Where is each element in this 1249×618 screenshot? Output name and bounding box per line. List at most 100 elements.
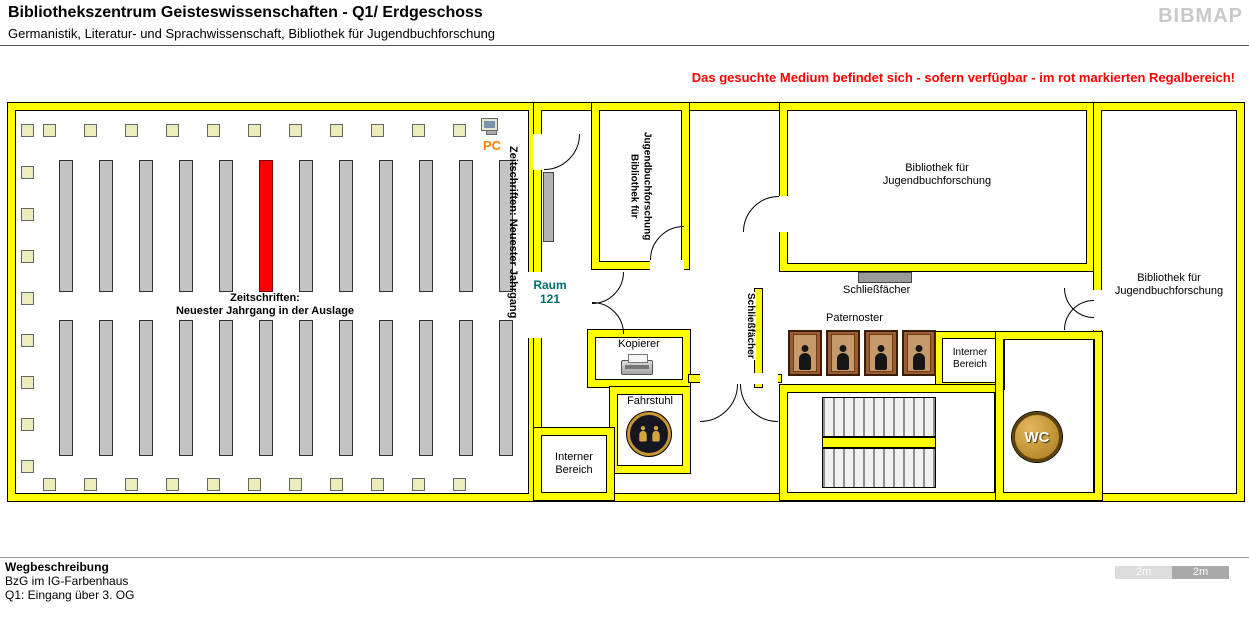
scale-segment-1: 2m	[1115, 566, 1172, 579]
reading-table	[166, 478, 179, 491]
person-icon	[652, 426, 659, 442]
door-arc	[592, 302, 624, 334]
paternoster-cell	[864, 330, 898, 376]
shelf	[139, 160, 153, 292]
schliessfaecher-vertical-label: Schließfächer	[745, 292, 756, 360]
reading-table	[207, 124, 220, 137]
wc-icon: WC	[1012, 412, 1062, 462]
person-icon	[875, 345, 887, 371]
room-kopierer: Kopierer	[588, 330, 690, 387]
interner-bereich-label: Interner Bereich	[942, 347, 998, 371]
shelf	[219, 320, 233, 456]
paternoster-cell	[826, 330, 860, 376]
scale-segment-2: 2m	[1172, 566, 1229, 579]
copier-icon	[621, 354, 653, 375]
reading-table	[125, 478, 138, 491]
reading-table	[371, 124, 384, 137]
room-fahrstuhl: Fahrstuhl	[610, 387, 690, 473]
footer-location: BzG im IG-Farbenhaus	[5, 574, 129, 588]
label-line2: Jugendbuchforschung	[1114, 285, 1224, 297]
shelf-row-top	[59, 160, 513, 292]
paternoster-cabin	[907, 334, 931, 372]
reading-table	[21, 208, 34, 221]
shelf	[219, 160, 233, 292]
room-jugendbuch-right-label: Bibliothek für Jugendbuchforschung	[1101, 272, 1237, 298]
reading-table	[166, 124, 179, 137]
shelf	[499, 320, 513, 456]
room-jugendbuch-top-label: Bibliothek für Jugendbuchforschung	[787, 162, 1087, 188]
label-line2: Jugendbuchforschung	[641, 131, 653, 241]
reading-table	[21, 460, 34, 473]
door-arc	[700, 384, 738, 422]
reading-table	[21, 418, 34, 431]
door-arc	[650, 226, 684, 260]
raum-121-label: Raum 121	[529, 278, 571, 306]
pc-icon	[481, 118, 498, 135]
room-interner-bereich-right: Interner Bereich	[936, 332, 1004, 389]
person-icon	[913, 345, 925, 371]
room-jugendbuch-small-label: Bibliothek für Jugendbuchforschung	[599, 110, 682, 262]
paternoster-cell	[902, 330, 936, 376]
kopierer-label: Kopierer	[618, 338, 660, 350]
fahrstuhl-label: Fahrstuhl	[627, 395, 673, 407]
room-jugendbuch-small: Bibliothek für Jugendbuchforschung	[592, 103, 689, 269]
raum-word: Raum	[533, 278, 567, 292]
reading-table	[21, 166, 34, 179]
highlighted-shelf	[259, 160, 273, 292]
reading-table	[21, 124, 34, 137]
label-line2: Jugendbuchforschung	[882, 175, 992, 187]
stairs-divider-wall	[822, 437, 936, 448]
elevator-icon	[627, 412, 671, 456]
page-title: Bibliothekszentrum Geisteswissenschaften…	[8, 4, 483, 21]
shelf	[379, 160, 393, 292]
corridor-shelf	[543, 172, 554, 242]
reading-table	[207, 478, 220, 491]
reading-table	[330, 478, 343, 491]
room-jugendbuch-top: Bibliothek für Jugendbuchforschung	[780, 103, 1094, 271]
person-icon	[639, 426, 646, 442]
stairs-upper	[822, 397, 936, 437]
door-opening	[533, 134, 543, 170]
paternoster-label: Paternoster	[826, 312, 883, 324]
shelf	[139, 320, 153, 456]
reading-table	[289, 478, 302, 491]
locker-block	[858, 272, 912, 283]
person-icon	[837, 345, 849, 371]
zeitschriften-side-label: Zeitschriften: Neuester Jahrgang	[507, 146, 519, 319]
zeitschriften-label: Zeitschriften: Neuester Jahrgang in der …	[95, 292, 435, 318]
reading-table	[289, 124, 302, 137]
door-opening	[650, 260, 684, 270]
shelf	[419, 160, 433, 292]
shelf	[259, 320, 273, 456]
paternoster-cell	[788, 330, 822, 376]
shelf	[59, 160, 73, 292]
reading-table	[21, 250, 34, 263]
reading-table	[248, 124, 261, 137]
reading-table	[21, 334, 34, 347]
label-line2: Bereich	[953, 359, 987, 370]
reading-table	[43, 478, 56, 491]
door-arc	[544, 134, 580, 170]
shelf-row-bottom	[59, 320, 513, 456]
reading-table	[84, 124, 97, 137]
reading-table	[21, 292, 34, 305]
shelf	[379, 320, 393, 456]
search-result-notice: Das gesuchte Medium befindet sich - sofe…	[691, 70, 1235, 85]
shelf	[99, 160, 113, 292]
label-line2: Bereich	[555, 464, 593, 476]
label-line1: Bibliothek für	[905, 162, 969, 174]
shelf	[179, 320, 193, 456]
paternoster-cabin	[831, 334, 855, 372]
shelf	[339, 320, 353, 456]
door-arc	[743, 196, 779, 232]
shelf	[299, 320, 313, 456]
pc-label: PC	[483, 138, 502, 153]
person-icon	[799, 345, 811, 371]
reading-table	[453, 478, 466, 491]
shelf	[179, 160, 193, 292]
door-opening	[528, 272, 543, 338]
room-jugendbuch-right: Bibliothek für Jugendbuchforschung	[1094, 103, 1244, 501]
schliessfaecher-label: Schließfächer	[843, 284, 911, 296]
shelf	[99, 320, 113, 456]
room-wc	[996, 332, 1102, 500]
